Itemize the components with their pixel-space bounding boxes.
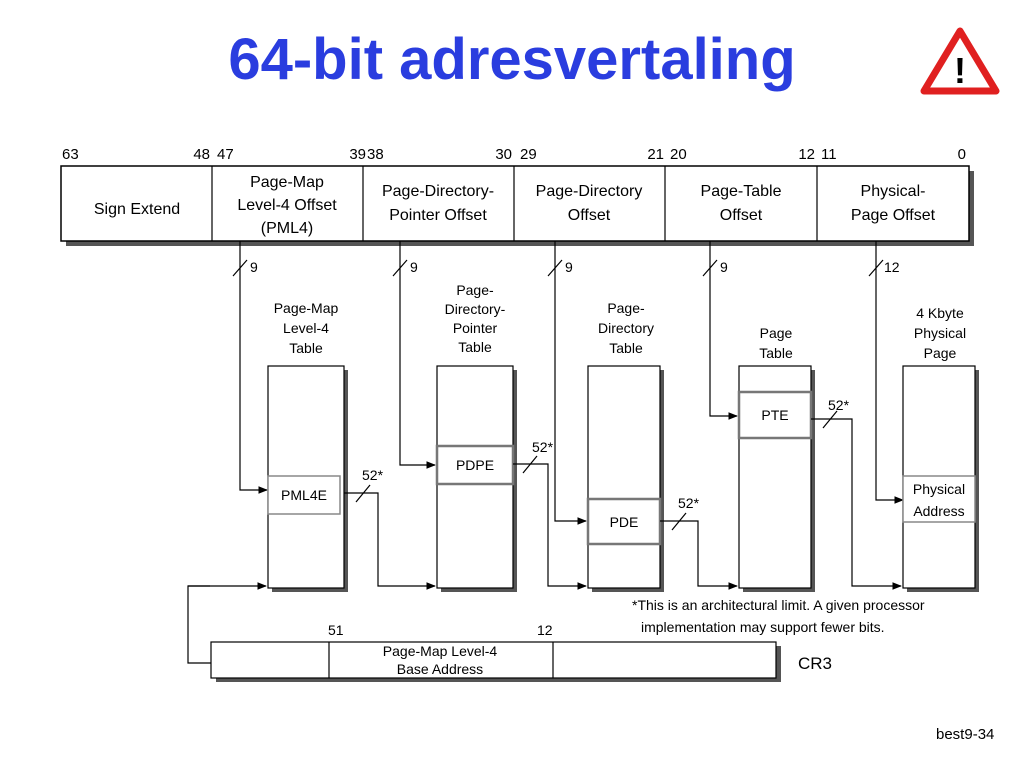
entry-width-label-2: 52* [532,439,554,455]
slide-footer: best9-34 [936,726,995,743]
page-table [737,365,815,592]
entry-width-label-1: 52* [362,467,384,483]
pd-table-title-1: Page- [607,300,645,316]
width-label-pt: 9 [720,259,728,275]
pd-table-title-3: Table [609,340,643,356]
footnote-line-1: *This is an architectural limit. A given… [632,597,925,613]
pdp-table-title-3: Pointer [453,320,498,336]
field-sign-extend: Sign Extend [94,201,180,218]
bit-label-20: 20 [670,146,687,163]
physical-address-entry-2: Address [913,503,964,519]
width-label-pml4: 9 [250,259,258,275]
cr3-label: CR3 [798,654,832,673]
cr3-bit-12: 12 [537,622,553,638]
pml4-table-title-2: Level-4 [283,320,329,336]
physical-page [902,365,979,592]
bit-label-11: 11 [821,146,837,163]
warning-triangle-icon: ! [920,27,1000,95]
physical-page-title-3: Page [924,345,957,361]
pml4-table-title-3: Table [289,340,323,356]
width-label-offset: 12 [884,259,900,275]
pte-entry: PTE [761,407,788,423]
page-table-title-1: Page [760,325,793,341]
pd-table [586,365,664,592]
bit-label-47: 47 [217,146,234,163]
virtual-address-register [60,165,974,246]
physical-address-entry-1: Physical [913,481,965,497]
pdp-table-title-4: Table [458,339,492,355]
physical-page-title-2: Physical [914,325,966,341]
bit-label-12: 12 [798,146,815,163]
pml4-table-title-1: Page-Map [274,300,339,316]
bit-label-30: 30 [495,146,512,163]
bit-label-29: 29 [520,146,537,163]
width-label-pd: 9 [565,259,573,275]
field-phys-line1: Physical- [861,183,926,200]
page-table-title-2: Table [759,345,793,361]
pdpe-entry: PDPE [456,457,494,473]
slide-title: 64-bit adresvertaling [228,27,796,92]
pdp-table-title-2: Directory- [445,301,506,317]
field-pml4-line2: Level-4 Offset [237,197,337,214]
pml4-table [267,365,348,592]
field-pdp-line1: Page-Directory- [382,183,494,200]
footnote-line-2: implementation may support fewer bits. [641,619,885,635]
field-phys-line2: Page Offset [851,207,936,224]
bit-label-63: 63 [62,146,79,163]
pml4e-entry: PML4E [281,487,327,503]
bit-label-39: 39 [349,146,366,163]
pde-entry: PDE [610,514,639,530]
cr3-register [210,641,781,682]
width-label-pdp: 9 [410,259,418,275]
bit-label-48: 48 [193,146,210,163]
entry-width-label-4: 52* [828,397,850,413]
field-pd-line2: Offset [568,207,611,224]
pd-table-title-2: Directory [598,320,654,336]
field-pdp-line2: Pointer Offset [389,207,487,224]
svg-text:!: ! [954,50,966,91]
cr3-field-line-1: Page-Map Level-4 [383,643,498,659]
field-pd-line1: Page-Directory [536,183,643,200]
entry-width-label-3: 52* [678,495,700,511]
field-pml4-line1: Page-Map [250,174,324,191]
pdp-table [435,365,517,592]
bit-label-21: 21 [647,146,664,163]
pdp-table-title-1: Page- [456,282,494,298]
bit-label-0: 0 [958,146,966,163]
field-pt-line1: Page-Table [701,183,782,200]
cr3-bit-51: 51 [328,622,344,638]
bit-label-38: 38 [367,146,384,163]
field-pt-line2: Offset [720,207,763,224]
cr3-field-line-2: Base Address [397,661,483,677]
field-pml4-line3: (PML4) [261,220,313,237]
physical-page-title-1: 4 Kbyte [916,305,964,321]
